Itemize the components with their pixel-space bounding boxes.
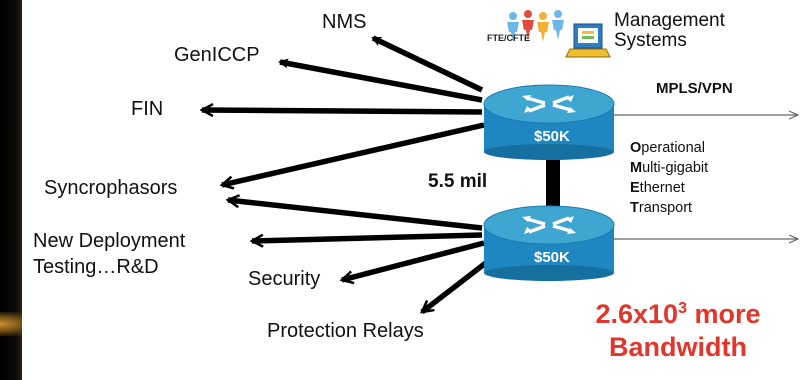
bottom-router-icon (483, 205, 615, 281)
fin-label: FIN (131, 98, 164, 120)
management-line1: Management (614, 10, 725, 31)
genicc-label: GenICCP (174, 44, 260, 66)
bottom-router-price: $50K (534, 249, 570, 266)
protection-relays-label: Protection Relays (267, 320, 424, 342)
omet-line-1: Operational (630, 140, 705, 156)
arrow-to-genicc (278, 58, 483, 103)
people-icon (507, 10, 564, 42)
fte-cfte-label: FTE/CFTE (487, 33, 530, 43)
bandwidth-callout: 2.6x103 more Bandwidth (551, 292, 805, 364)
bandwidth-line1: 2.6x103 more (595, 299, 761, 329)
arrow-top-to-syncrophasors (222, 122, 485, 185)
slide-canvas: NMS GenICCP FIN Syncrophasors New Deploy… (22, 0, 808, 380)
mpls-vpn-label: MPLS/VPN (656, 80, 733, 97)
nms-label: NMS (322, 11, 367, 33)
arrow-bottom-to-syncrophasors (228, 200, 483, 231)
omet-list: Operational Multi-gigabit Ethernet Trans… (630, 138, 708, 218)
computer-icon (565, 23, 611, 58)
testing-rd-label: Testing…R&D (33, 256, 159, 278)
omet-line-2: Multi-gigabit (630, 160, 709, 176)
management-line2: Systems (614, 30, 687, 51)
network-diagram (22, 10, 808, 315)
bandwidth-line2: Bandwidth (609, 332, 747, 362)
omet-line-3: Ethernet (630, 180, 685, 196)
arrow-to-fin (202, 110, 483, 112)
new-deployment-label: New Deployment (33, 230, 186, 252)
top-router-icon (483, 84, 615, 160)
top-router-price: $50K (534, 128, 570, 145)
arrow-to-security (342, 240, 485, 280)
omet-line-4: Transport (630, 200, 693, 216)
security-label: Security (248, 268, 321, 290)
management-systems-label: Management Systems (614, 11, 725, 51)
syncrophasors-label: Syncrophasors (44, 177, 178, 199)
link-speed-label: 5.5 mil (428, 171, 488, 192)
arrow-to-new-deployment (252, 232, 483, 241)
router-link (546, 150, 560, 215)
left-dark-edge (0, 0, 22, 380)
arrow-to-nms (371, 35, 484, 93)
